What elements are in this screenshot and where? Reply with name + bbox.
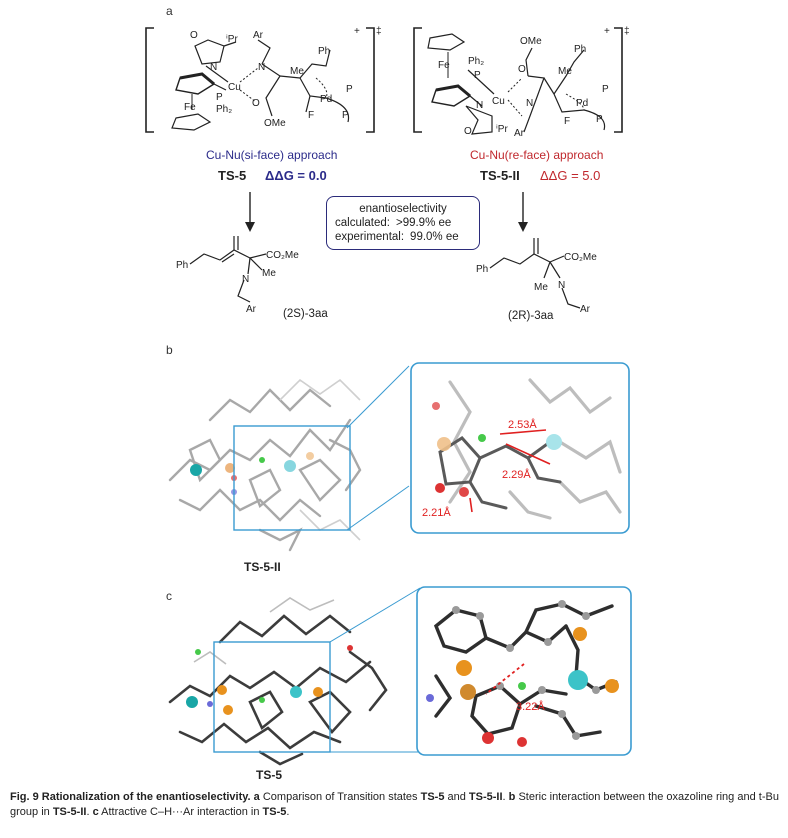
svg-text:Ar: Ar — [514, 128, 525, 139]
product-2r-structure: Ph CO₂Me Me N Ar — [476, 238, 597, 314]
ts5-structure: O ⁱPr Ar N Cu N Me Ph P Ph₂ Fe O OMe F P… — [145, 26, 382, 133]
svg-text:P: P — [346, 84, 353, 95]
left-approach-label: Cu-Nu(si-face) approach — [206, 148, 338, 162]
ts5-ii-3d-model — [168, 378, 362, 552]
ee-exp-value: 99.0% ee — [410, 231, 459, 243]
svg-text:Ar: Ar — [253, 30, 264, 41]
svg-text:Ph: Ph — [574, 44, 586, 55]
ee-title: enantioselectivity — [359, 203, 447, 215]
distance-2-29: 2.29Å — [502, 468, 531, 481]
svg-text:OMe: OMe — [520, 36, 542, 47]
svg-text:N: N — [210, 62, 217, 73]
panel-b-zoom-view: 2.53Å 2.29Å 2.21Å — [410, 362, 630, 534]
svg-text:O: O — [464, 126, 472, 137]
svg-text:O: O — [518, 64, 526, 75]
figure-caption: Fig. 9 Rationalization of the enantiosel… — [10, 791, 779, 818]
svg-text:P: P — [474, 70, 481, 81]
svg-text:ⁱPr: ⁱPr — [226, 34, 238, 45]
svg-text:OMe: OMe — [264, 118, 286, 129]
ee-calc-label: calculated: — [335, 217, 390, 229]
svg-text:Pd: Pd — [320, 94, 332, 105]
svg-text:N: N — [242, 274, 249, 285]
left-ts-name: TS-5 — [218, 168, 247, 183]
panel-a-label: a — [166, 4, 173, 18]
left-down-arrow — [245, 192, 255, 232]
svg-text:Ar: Ar — [580, 304, 591, 314]
svg-text:F: F — [308, 110, 314, 121]
panel-b-structure-name: TS-5-II — [244, 560, 281, 574]
right-ddg: ΔΔG = 5.0 — [540, 168, 601, 183]
svg-text:P: P — [216, 92, 223, 103]
distance-2-53: 2.53Å — [508, 418, 537, 431]
svg-text:‡: ‡ — [376, 26, 382, 37]
svg-text:Me: Me — [534, 282, 548, 293]
svg-text:Ph₂: Ph₂ — [468, 56, 484, 67]
svg-text:Ph: Ph — [476, 264, 488, 275]
svg-text:Ph: Ph — [318, 46, 330, 57]
panel-c-label: c — [166, 589, 172, 603]
svg-text:N: N — [258, 62, 265, 73]
svg-text:Ph: Ph — [176, 260, 188, 271]
svg-text:N: N — [526, 98, 533, 109]
distance-3-22: 3.22Å — [516, 700, 545, 713]
svg-text:Me: Me — [262, 268, 276, 279]
ee-exp-label: experimental: — [335, 231, 405, 243]
left-ddg: ΔΔG = 0.0 — [265, 168, 327, 183]
panel-b-label: b — [166, 343, 173, 357]
svg-text:Cu: Cu — [492, 96, 505, 107]
svg-text:F: F — [564, 116, 570, 127]
panel-c-zoom-view: 3.22Å — [416, 586, 632, 756]
product-2s-structure: Ph CO₂Me Me N Ar — [176, 236, 299, 312]
svg-text:CO₂Me: CO₂Me — [564, 252, 597, 263]
right-down-arrow — [518, 192, 528, 232]
panel-c-zoom-connector — [330, 587, 421, 753]
svg-text:Ph₂: Ph₂ — [216, 104, 232, 115]
panel-c-structure-name: TS-5 — [256, 768, 283, 782]
svg-text:Fe: Fe — [184, 102, 196, 113]
svg-text:N: N — [476, 100, 483, 111]
distance-2-21: 2.21Å — [422, 506, 451, 519]
svg-text:Me: Me — [558, 66, 572, 77]
svg-text:Ar: Ar — [246, 304, 257, 312]
caption-fig-title: Fig. 9 Rationalization of the enantiosel… — [10, 791, 251, 803]
svg-text:CO₂Me: CO₂Me — [266, 250, 299, 261]
left-product-label: (2S)-3aa — [283, 308, 328, 320]
right-product-label: (2R)-3aa — [508, 310, 554, 322]
right-ts-name: TS-5-II — [480, 168, 520, 183]
svg-text:P: P — [602, 84, 609, 95]
svg-text:ⁱPr: ⁱPr — [496, 124, 508, 135]
svg-text:Pd: Pd — [576, 98, 588, 109]
ts5-ii-structure: Fe Ph₂ P OMe O Me Ph Cu N O ⁱPr N Ar F P… — [413, 26, 630, 139]
right-approach-label: Cu-Nu(re-face) approach — [470, 148, 604, 162]
svg-text:+: + — [604, 26, 610, 37]
svg-text:Fe: Fe — [438, 60, 450, 71]
svg-text:Me: Me — [290, 66, 304, 77]
svg-text:Cu: Cu — [228, 82, 241, 93]
ts5-3d-model — [168, 597, 388, 766]
panel-b-zoom-connector — [346, 365, 410, 531]
svg-text:P: P — [596, 114, 603, 125]
enantioselectivity-box: enantioselectivity calculated:>99.9% ee … — [326, 196, 480, 250]
ee-calc-value: >99.9% ee — [395, 217, 452, 229]
svg-text:O: O — [252, 98, 260, 109]
svg-text:O: O — [190, 30, 198, 41]
svg-text:P: P — [342, 110, 349, 121]
svg-text:N: N — [558, 280, 565, 291]
svg-text:+: + — [354, 26, 360, 37]
svg-text:‡: ‡ — [624, 26, 630, 37]
